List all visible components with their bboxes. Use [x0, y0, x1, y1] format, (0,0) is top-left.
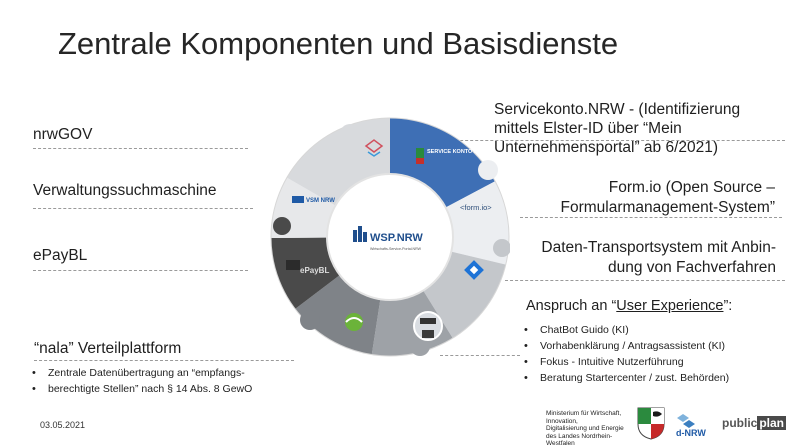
label-nrwgov: nrwGOV: [33, 126, 93, 143]
label-verwaltungssuchmaschine: Verwaltungssuchmaschine: [33, 182, 217, 199]
dnrw-logo: d-NRW: [673, 410, 713, 443]
connector-line: [520, 217, 782, 218]
list-item: Beratung Startercenter / zust. Behörden): [522, 370, 729, 386]
center-logo-text: WSP.NRW: [370, 232, 423, 244]
vsm-text: VSM NRW: [306, 198, 335, 204]
list-item: berechtigte Stellen” nach § 14 Abs. 8 Ge…: [30, 381, 252, 397]
epay-text: ePayBL: [300, 266, 329, 275]
connector-line: [34, 360, 294, 361]
connector-line: [33, 148, 248, 149]
puzzle-ring-diagram: WSP.NRW Wirtschafts-Service-Portal.NRW S…: [270, 117, 510, 357]
user-experience-link: User Experience: [616, 298, 724, 314]
ux-bullets: ChatBot Guido (KI) Vorhabenklärung / Ant…: [522, 322, 729, 386]
wsp-logo: WSP.NRW Wirtschafts-Service-Portal.NRW: [353, 226, 423, 251]
servicekonto-logo: SERVICE KONTO NRW: [416, 148, 488, 164]
footer-date: 03.05.2021: [40, 420, 86, 430]
chatbot-avatar: [413, 311, 443, 341]
center-logo-subtext: Wirtschafts-Service-Portal.NRW: [370, 247, 422, 251]
label-servicekonto: Servicekonto.NRW - (Identifizierung mitt…: [494, 101, 741, 156]
connector-line: [33, 208, 253, 209]
page-title: Zentrale Komponenten und Basisdienste: [58, 26, 619, 61]
connector-line: [440, 355, 520, 356]
vsm-logo: VSM NRW: [292, 196, 335, 204]
connector-line: [440, 140, 785, 141]
dnrw-text: d-NRW: [676, 428, 706, 438]
puzzle-knob: [300, 310, 320, 330]
label-user-experience: Anspruch an “User Experience”:: [526, 298, 733, 314]
center-circle: [326, 173, 454, 301]
formio-logo: <form.io>: [460, 203, 492, 212]
label-nala: “nala” Verteilplattform: [34, 340, 182, 357]
nrwgov-icon: [364, 139, 384, 157]
ministry-text: Ministerium für Wirtschaft, Innovation, …: [546, 410, 624, 447]
connector-line: [505, 280, 785, 281]
puzzle-knob: [493, 239, 510, 257]
label-transport: Daten-Transportsystem mit Anbin- dung vo…: [541, 239, 776, 276]
nrw-coat-of-arms-icon: [637, 407, 665, 440]
puzzle-knob: [273, 217, 291, 235]
servicekonto-text: SERVICE KONTO NRW: [427, 149, 488, 155]
nala-icon: [345, 313, 363, 331]
list-item: ChatBot Guido (KI): [522, 322, 729, 338]
nala-bullets: Zentrale Datenübertragung an “empfangs- …: [30, 365, 252, 397]
list-item: Vorhabenklärung / Antragsassistent (KI): [522, 338, 729, 354]
list-item: Zentrale Datenübertragung an “empfangs-: [30, 365, 252, 381]
transport-icon: [464, 260, 484, 280]
epay-logo: ePayBL: [286, 260, 329, 275]
dnrw-icon: d-NRW: [676, 414, 706, 438]
puzzle-knob: [340, 124, 360, 144]
puzzle-knob: [478, 160, 498, 180]
connector-line: [33, 270, 248, 271]
list-item: Fokus - Intuitive Nutzerführung: [522, 354, 729, 370]
label-formio: Form.io (Open Source – Formularmanagemen…: [560, 179, 775, 216]
label-epaybl: ePayBL: [33, 247, 88, 264]
puzzle-knob: [410, 336, 430, 356]
